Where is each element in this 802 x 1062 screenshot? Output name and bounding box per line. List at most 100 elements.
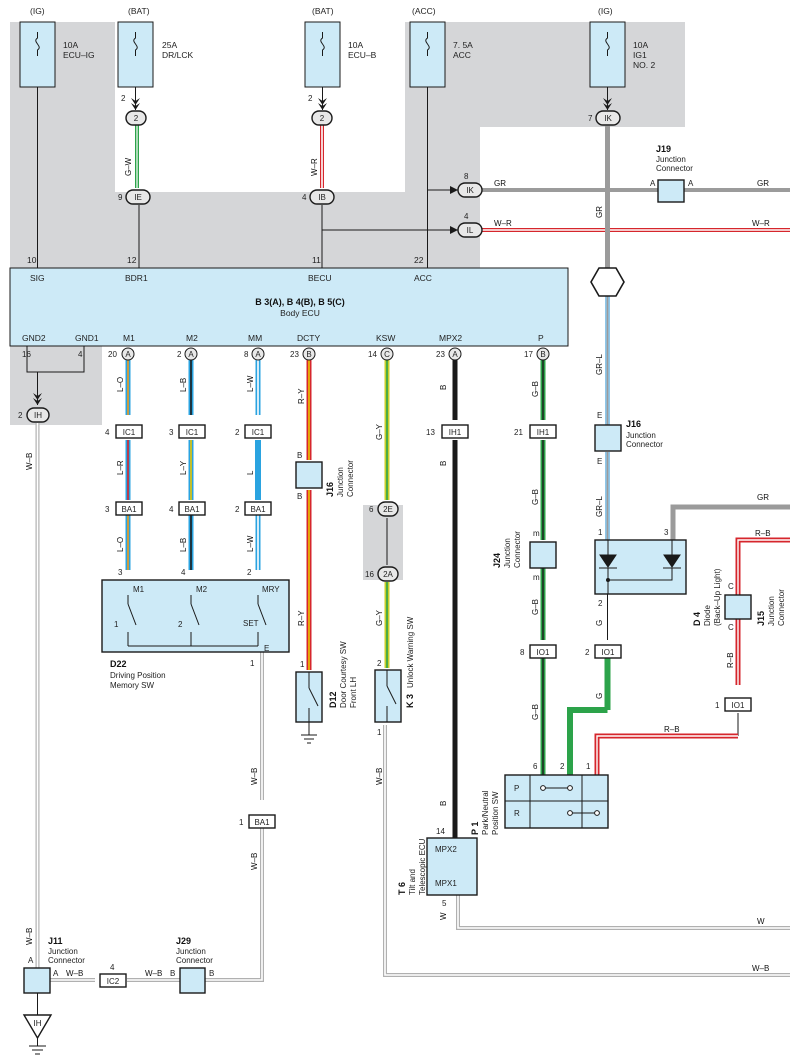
svg-text:MPX2: MPX2 bbox=[435, 845, 457, 854]
svg-text:ACC: ACC bbox=[414, 273, 432, 283]
wire-color-labels: G–W W–R GR GR GR W–R W–R GR–L GR–L GR R–… bbox=[25, 157, 771, 978]
svg-text:IO1: IO1 bbox=[602, 648, 615, 657]
svg-text:J29: J29 bbox=[176, 936, 191, 946]
svg-text:B: B bbox=[439, 461, 448, 466]
junction-j16-dcty: B B bbox=[295, 451, 323, 501]
svg-text:W–B: W–B bbox=[25, 453, 34, 470]
svg-text:B: B bbox=[209, 969, 214, 978]
svg-text:(BAT): (BAT) bbox=[312, 6, 334, 16]
svg-text:2: 2 bbox=[134, 114, 139, 123]
svg-text:G–B: G–B bbox=[531, 599, 540, 615]
svg-text:B 3(A), B 4(B), B 5(C): B 3(A), B 4(B), B 5(C) bbox=[255, 297, 345, 307]
connector-ib: IB 4 bbox=[302, 189, 335, 205]
svg-text:m: m bbox=[533, 573, 540, 582]
connector-ik-top: IK 7 bbox=[588, 110, 621, 126]
svg-text:W–R: W–R bbox=[494, 219, 512, 228]
svg-text:DCTY: DCTY bbox=[297, 333, 320, 343]
svg-text:L–Y: L–Y bbox=[179, 460, 188, 475]
svg-text:R–B: R–B bbox=[726, 652, 735, 668]
svg-text:(Back–Up Light): (Back–Up Light) bbox=[713, 568, 722, 626]
svg-text:Driving Position: Driving Position bbox=[110, 671, 166, 680]
svg-text:M1: M1 bbox=[133, 585, 145, 594]
p1-park-neutral-switch: P R 6 2 1 P 1 Park/Neutral Position SW bbox=[470, 762, 609, 835]
svg-text:R–B: R–B bbox=[755, 529, 771, 538]
svg-text:Front LH: Front LH bbox=[349, 677, 358, 708]
svg-text:Junction: Junction bbox=[503, 538, 512, 568]
svg-text:G–B: G–B bbox=[531, 381, 540, 397]
svg-text:2: 2 bbox=[177, 350, 182, 359]
svg-text:IH: IH bbox=[34, 1019, 42, 1028]
svg-text:GND1: GND1 bbox=[75, 333, 99, 343]
svg-text:SIG: SIG bbox=[30, 273, 45, 283]
junction-j15: C C bbox=[724, 582, 752, 632]
ecu-pin-markers: 16 4 A 20 A 2 A 8 B 23 C 14 A 23 B 17 bbox=[22, 347, 550, 361]
j16-dcty-label: J16 Junction Connector bbox=[325, 460, 355, 497]
fuse-acc: (ACC) 7. 5A ACC bbox=[409, 6, 473, 88]
fuse-ecu-b: (BAT) 10A ECU–B bbox=[304, 6, 377, 88]
svg-text:Park/Neutral: Park/Neutral bbox=[481, 790, 490, 835]
svg-text:W–B: W–B bbox=[25, 928, 34, 945]
svg-text:Junction: Junction bbox=[767, 596, 776, 626]
svg-text:(IG): (IG) bbox=[30, 6, 45, 16]
svg-text:1: 1 bbox=[377, 728, 382, 737]
svg-text:Connector: Connector bbox=[626, 440, 663, 449]
junction-j11: J11 Junction Connector A A bbox=[23, 936, 85, 994]
svg-text:1: 1 bbox=[300, 660, 305, 669]
svg-text:L–O: L–O bbox=[116, 377, 125, 392]
svg-text:E: E bbox=[597, 411, 602, 420]
svg-text:10A: 10A bbox=[633, 40, 648, 50]
svg-text:(IG): (IG) bbox=[598, 6, 613, 16]
svg-text:E: E bbox=[597, 457, 602, 466]
svg-text:A: A bbox=[650, 179, 656, 188]
svg-text:4: 4 bbox=[110, 963, 115, 972]
svg-text:E: E bbox=[264, 644, 269, 653]
svg-text:W–B: W–B bbox=[250, 853, 259, 870]
svg-text:W–B: W–B bbox=[375, 768, 384, 785]
svg-text:Junction: Junction bbox=[626, 431, 656, 440]
d22-memory-switch: M1 M2 MRY SET E 1 2 3 4 2 1 D22 Driving … bbox=[101, 568, 290, 690]
k3-unlock-warning-switch: 2 1 K 3 Unlock Warning SW bbox=[374, 616, 415, 737]
svg-text:2: 2 bbox=[247, 568, 252, 577]
svg-text:IE: IE bbox=[134, 193, 142, 202]
svg-text:A: A bbox=[688, 179, 694, 188]
svg-text:GR–L: GR–L bbox=[595, 354, 604, 375]
connector-2-bdr: 2 2 bbox=[121, 94, 147, 126]
svg-text:P 1: P 1 bbox=[470, 822, 480, 835]
svg-text:W–R: W–R bbox=[752, 219, 770, 228]
svg-text:Connector: Connector bbox=[48, 956, 85, 965]
svg-text:B: B bbox=[297, 451, 302, 460]
svg-text:L–O: L–O bbox=[116, 537, 125, 552]
svg-text:IK: IK bbox=[466, 186, 474, 195]
fuse-ig1-no2: (IG) 10A IG1 NO. 2 bbox=[589, 6, 655, 88]
svg-text:2A: 2A bbox=[383, 570, 393, 579]
svg-text:6: 6 bbox=[369, 505, 374, 514]
svg-text:A: A bbox=[188, 350, 194, 359]
svg-text:16: 16 bbox=[365, 570, 374, 579]
svg-text:Junction: Junction bbox=[48, 947, 78, 956]
svg-text:B: B bbox=[170, 969, 175, 978]
svg-text:W–B: W–B bbox=[250, 768, 259, 785]
svg-text:GR: GR bbox=[757, 179, 769, 188]
svg-text:L–W: L–W bbox=[246, 535, 255, 552]
svg-text:BA1: BA1 bbox=[250, 505, 266, 514]
svg-text:MRY: MRY bbox=[262, 585, 280, 594]
svg-text:M1: M1 bbox=[123, 333, 135, 343]
svg-text:2: 2 bbox=[377, 659, 382, 668]
svg-text:Door Courtesy SW: Door Courtesy SW bbox=[339, 641, 348, 708]
svg-text:14: 14 bbox=[436, 827, 445, 836]
ground-symbol-d12 bbox=[301, 734, 317, 744]
splice-hexagon bbox=[590, 267, 625, 297]
svg-text:IO1: IO1 bbox=[537, 648, 550, 657]
svg-text:IB: IB bbox=[318, 193, 326, 202]
svg-text:2: 2 bbox=[235, 505, 240, 514]
svg-text:10A: 10A bbox=[63, 40, 78, 50]
fuses: (IG) 10A ECU–IG (BAT) 25A DR/LCK (BAT) 1… bbox=[19, 6, 655, 88]
svg-text:20: 20 bbox=[108, 350, 117, 359]
svg-text:M2: M2 bbox=[186, 333, 198, 343]
ground-ih-icon: IH bbox=[22, 1014, 53, 1055]
arrow-heads bbox=[33, 98, 612, 405]
